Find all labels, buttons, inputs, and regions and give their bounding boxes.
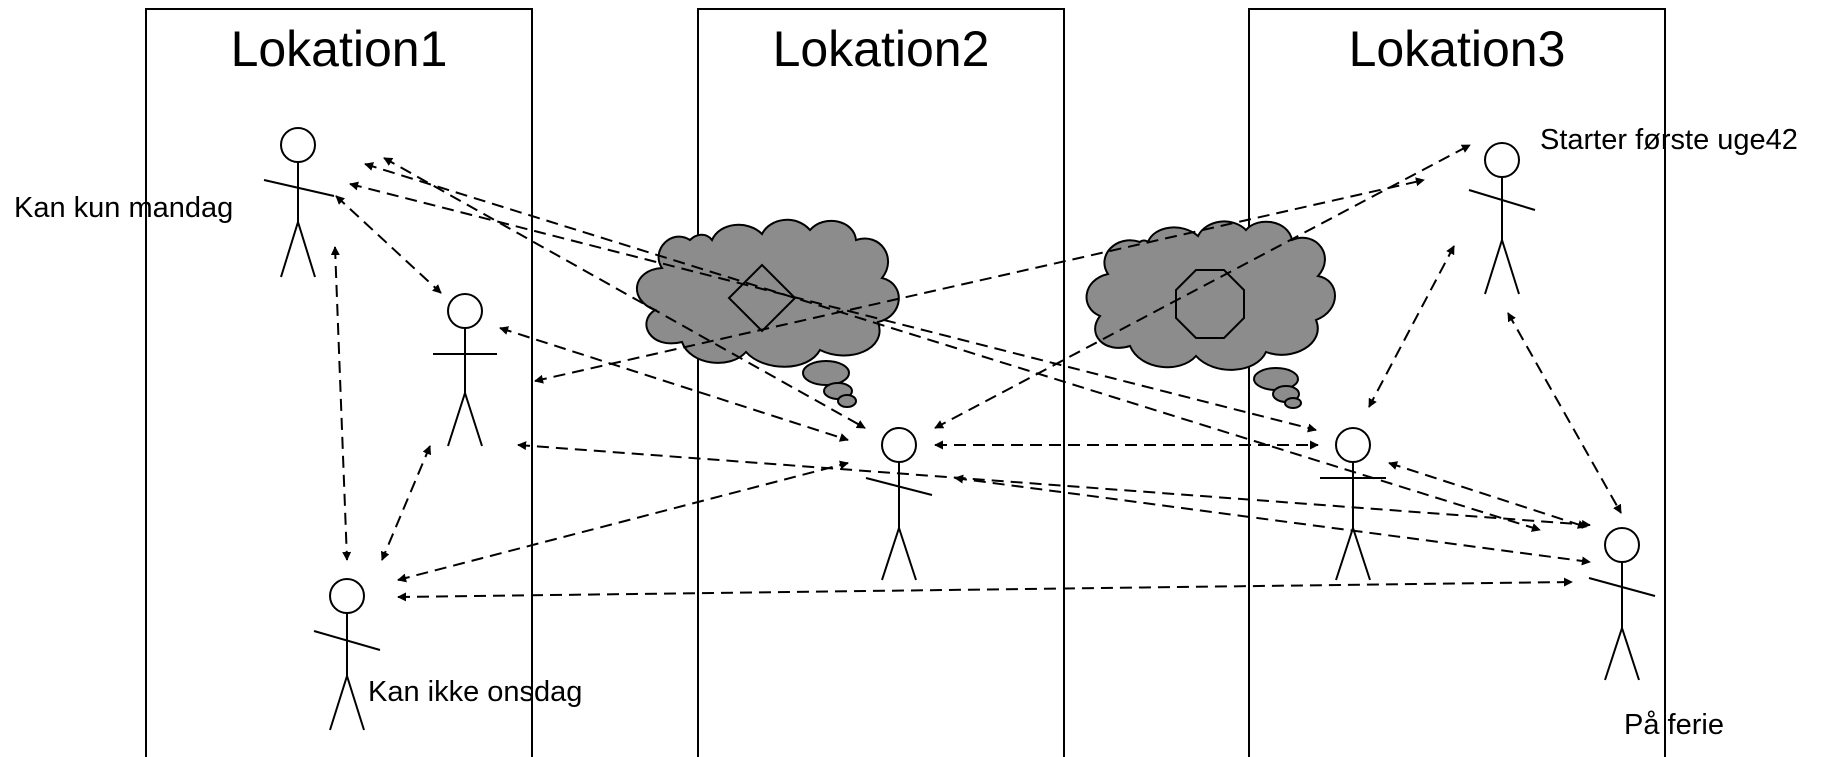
thought-cloud <box>1085 220 1336 409</box>
thought-cloud <box>636 218 900 408</box>
lane-lokation2: Lokation2 <box>697 8 1065 757</box>
lane-title: Lokation3 <box>1349 21 1566 77</box>
lane-title: Lokation1 <box>231 21 448 77</box>
person-p5 <box>1320 427 1386 581</box>
connection-p2-p3 <box>380 445 432 561</box>
connection-p1-p8 <box>364 162 1541 532</box>
person-p7 <box>1468 142 1536 295</box>
connection-p5-p8 <box>1388 461 1587 529</box>
person-p8 <box>1588 527 1656 681</box>
connection-p6-p8 <box>1507 312 1622 514</box>
connection-p1-p2 <box>335 195 442 294</box>
note-kan-ikke-onsdag: Kan ikke onsdag <box>368 676 582 708</box>
lane-lokation1: Lokation1 <box>145 8 533 757</box>
connection-p3-p8 <box>397 577 1573 602</box>
connection-p4-p6 <box>934 144 1471 429</box>
lane-lokation3: Lokation3 <box>1248 8 1666 757</box>
connection-p3-p4 <box>397 460 849 583</box>
connection-p4-p8 <box>954 474 1591 566</box>
person-p1 <box>263 127 335 278</box>
connections <box>330 144 1622 602</box>
person-p3 <box>313 578 381 731</box>
note-kan-kun-mandag: Kan kun mandag <box>14 192 233 224</box>
connection-p2-p7 <box>517 441 1591 529</box>
note-starter-foerste-uge42: Starter første uge42 <box>1540 124 1798 156</box>
person-p2 <box>433 293 497 447</box>
lane-title: Lokation2 <box>773 21 990 77</box>
connection-p1-p3 <box>330 246 352 561</box>
connection-p5-p7 <box>1368 245 1455 408</box>
person-p4 <box>865 427 933 581</box>
note-paa-ferie: På ferie <box>1624 709 1724 741</box>
